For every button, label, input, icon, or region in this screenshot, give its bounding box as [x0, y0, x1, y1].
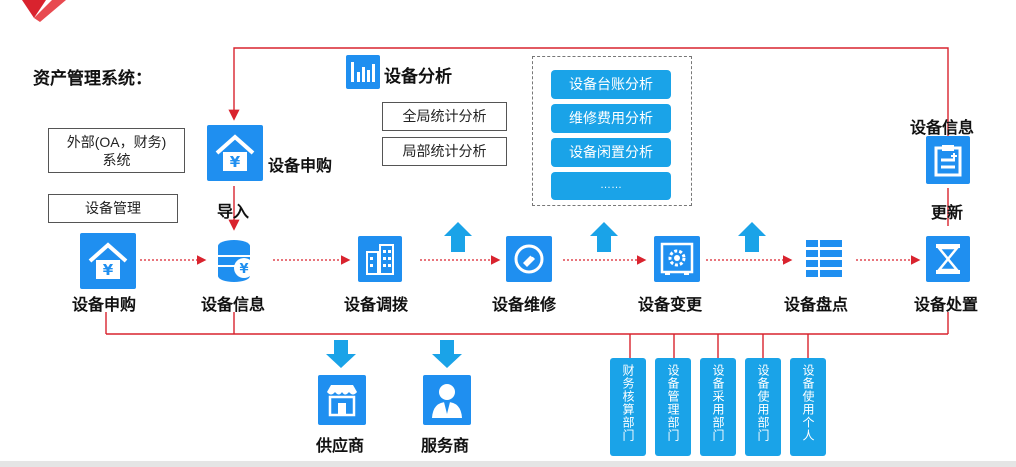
- department-box: 财务核算部门: [610, 358, 646, 456]
- device-management-box: 设备管理: [48, 194, 178, 223]
- svg-text:¥: ¥: [103, 261, 114, 279]
- external-system-box: 外部(OA，财务) 系统: [48, 128, 185, 173]
- bottom-strip: [0, 461, 1016, 467]
- list-icon: [800, 238, 846, 282]
- info-label-top: 设备信息: [910, 120, 975, 137]
- bar-chart-icon: [346, 55, 380, 89]
- flow-node-label: 设备处置: [914, 297, 979, 314]
- up-arrow-icon: [444, 222, 766, 252]
- corner-logo: [22, 0, 66, 22]
- svg-text:¥: ¥: [230, 153, 241, 171]
- page-title: 资产管理系统：: [33, 69, 152, 88]
- update-label: 更新: [931, 205, 964, 222]
- flow-node-label: 设备变更: [638, 297, 703, 314]
- database-yen-icon: ¥: [214, 238, 258, 284]
- storefront-icon: [318, 375, 366, 425]
- supplier-label: 供应商: [316, 438, 365, 455]
- analysis-item: 设备台账分析: [551, 70, 671, 99]
- department-box: 设备采用部门: [700, 358, 736, 456]
- analysis-item: ……: [551, 172, 671, 200]
- flow-node-label: 设备维修: [492, 297, 557, 314]
- global-analysis-box: 全局统计分析: [382, 102, 507, 131]
- flow-node-label: 设备信息: [201, 297, 266, 314]
- safe-gear-icon: [654, 236, 700, 282]
- clipboard-plus-icon: [926, 136, 970, 184]
- wrench-icon: [506, 236, 552, 282]
- down-arrow-icon: [326, 340, 462, 368]
- person-icon: [423, 375, 471, 425]
- analysis-detail-group: [532, 56, 692, 206]
- import-label: 导入: [217, 204, 250, 221]
- analysis-item: 设备闲置分析: [551, 138, 671, 167]
- service-label: 服务商: [421, 438, 470, 455]
- house-yen-icon: ¥: [80, 233, 136, 289]
- flow-node-label: 设备申购: [72, 297, 137, 314]
- department-box: 设备使用部门: [745, 358, 781, 456]
- analysis-item: 维修费用分析: [551, 104, 671, 133]
- purchase-label-top: 设备申购: [268, 158, 333, 175]
- buildings-icon: [358, 236, 402, 282]
- local-analysis-box: 局部统计分析: [382, 137, 507, 166]
- flow-node-label: 设备盘点: [784, 297, 849, 314]
- department-box: 设备使用个人: [790, 358, 826, 456]
- analysis-title: 设备分析: [384, 67, 452, 86]
- flow-node-label: 设备调拨: [344, 297, 409, 314]
- hourglass-icon: [926, 236, 970, 282]
- department-box: 设备管理部门: [655, 358, 691, 456]
- svg-text:¥: ¥: [239, 262, 248, 277]
- house-yen-icon: ¥: [207, 125, 263, 181]
